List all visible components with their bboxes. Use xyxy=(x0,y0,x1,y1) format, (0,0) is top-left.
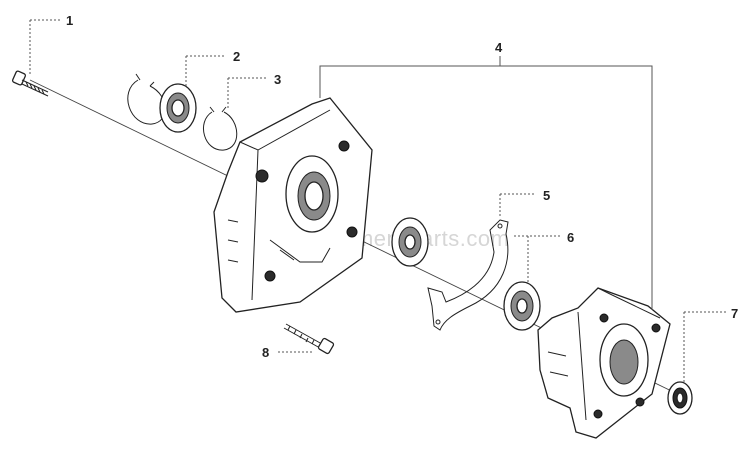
callout-2: 2 xyxy=(233,49,240,64)
part-8-bolt[interactable] xyxy=(283,323,335,355)
part-3-circlip[interactable] xyxy=(203,106,238,151)
part-4-crankcase-right-half[interactable] xyxy=(537,287,671,439)
bearing-inner[interactable] xyxy=(391,217,429,267)
callout-6: 6 xyxy=(567,230,574,245)
part-6-bearing[interactable] xyxy=(503,281,541,331)
callout-8: 8 xyxy=(262,345,269,360)
callout-7: 7 xyxy=(731,306,738,321)
callout-5: 5 xyxy=(543,188,550,203)
part-5-gasket[interactable] xyxy=(427,219,509,331)
callout-4: 4 xyxy=(495,40,503,55)
part-7-seal[interactable] xyxy=(667,381,693,415)
part-2-bearing-with-circlip[interactable] xyxy=(127,73,197,133)
part-1-bolt[interactable] xyxy=(11,70,49,97)
callout-1: 1 xyxy=(66,13,73,28)
leader-4-bracket xyxy=(319,65,653,310)
part-4-crankcase-left-half[interactable] xyxy=(213,97,373,313)
callout-3: 3 xyxy=(274,72,281,87)
